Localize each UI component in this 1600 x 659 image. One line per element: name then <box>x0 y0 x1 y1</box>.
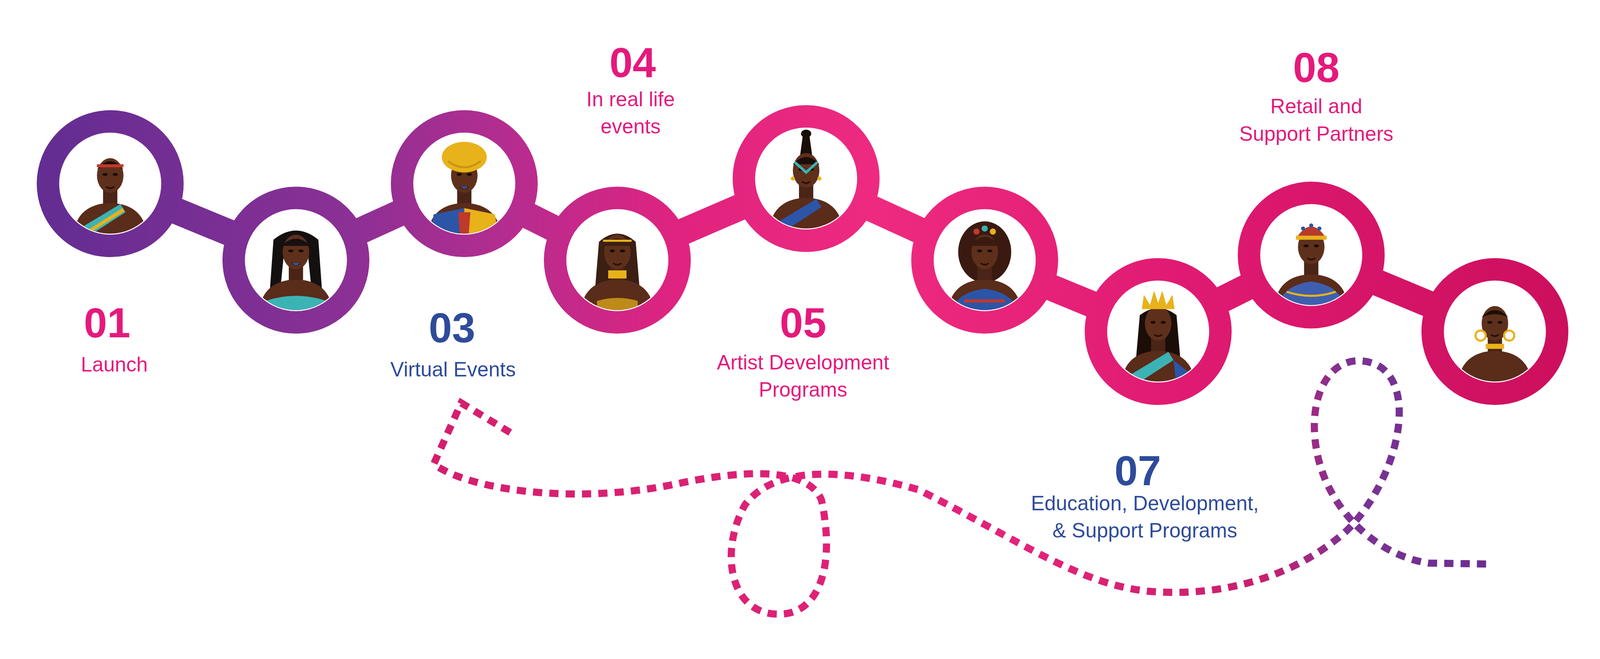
step-number: 04 <box>609 40 656 85</box>
step-number: 05 <box>780 301 827 346</box>
portrait <box>580 233 654 316</box>
portrait <box>73 158 147 239</box>
portrait <box>427 141 502 239</box>
portrait <box>1458 306 1532 387</box>
step-number: 01 <box>84 301 131 346</box>
step-label: In real life events <box>577 85 684 141</box>
portrait <box>1121 290 1195 387</box>
step-number: 07 <box>1114 449 1162 494</box>
step-label: Virtual Events <box>390 356 516 384</box>
step-number: 03 <box>428 306 476 351</box>
step-number: 08 <box>1293 45 1340 90</box>
dotted-path <box>433 360 1492 615</box>
step-label: Launch <box>80 351 148 379</box>
step-label: Artist Development Programs <box>709 349 897 404</box>
portrait <box>1274 223 1348 310</box>
portrait <box>769 129 843 235</box>
portrait <box>259 230 333 316</box>
step-label: Education, Development, & Support Progra… <box>1025 489 1265 545</box>
portrait <box>948 221 1022 316</box>
step-label: Retail and Support Partners <box>1235 92 1397 148</box>
